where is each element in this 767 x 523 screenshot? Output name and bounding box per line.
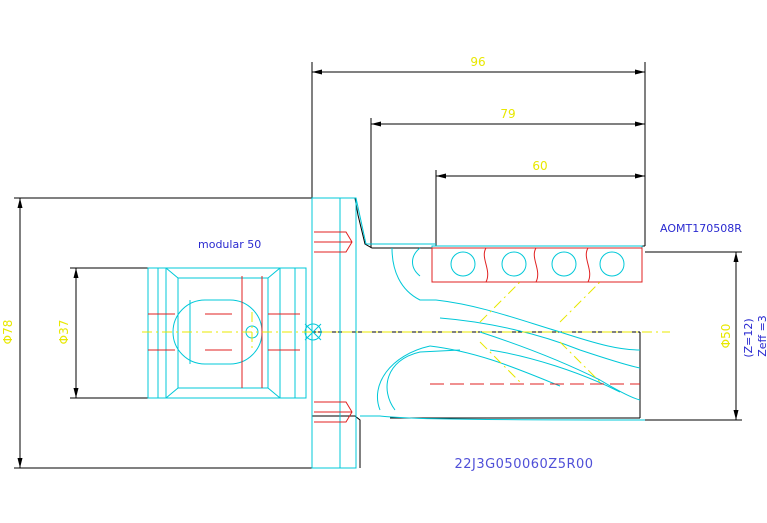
red-features (148, 231, 643, 423)
note-teeth: (Z=12) (742, 318, 755, 357)
note-effective-teeth: Zeff =3 (756, 315, 767, 357)
dim-length-mid: 79 (500, 107, 515, 121)
center-lines (142, 281, 670, 383)
note-insert: AOMT170508R (660, 222, 742, 235)
dim-length-cut: 60 (532, 159, 547, 173)
dim-diameter-bore: Φ37 (57, 320, 71, 345)
note-adapter: modular 50 (198, 238, 261, 251)
part-number: 22J3G050060Z5R00 (454, 457, 593, 472)
part-outline (147, 197, 646, 469)
dim-diameter-outer: Φ78 (1, 320, 15, 345)
dimension-lines (14, 62, 742, 469)
dim-overall-length: 96 (470, 55, 485, 69)
dim-diameter-cutter: Φ50 (719, 324, 733, 349)
